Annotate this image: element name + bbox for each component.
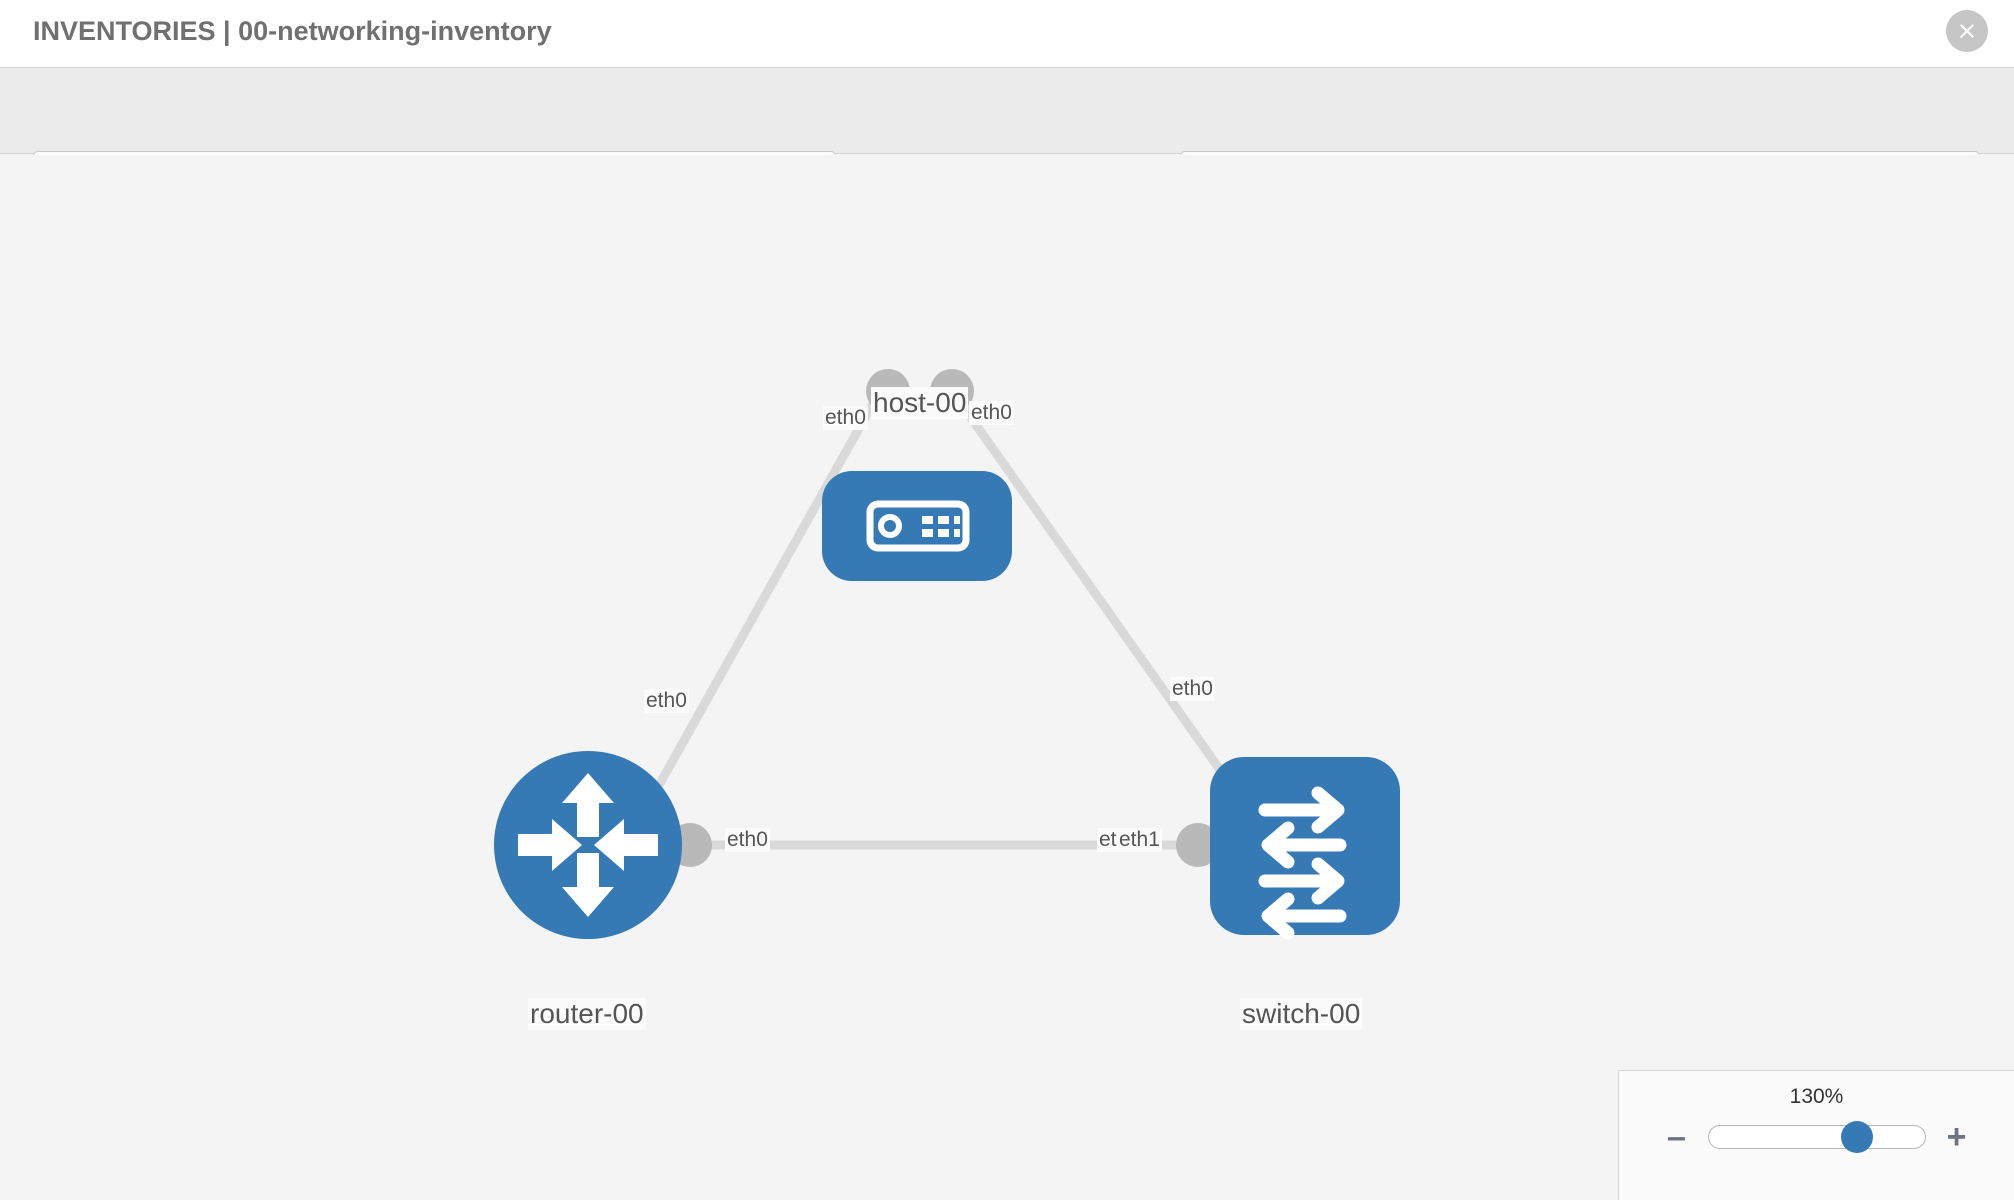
page-title: INVENTORIES | 00-networking-inventory [33,16,552,46]
zoom-slider-thumb[interactable] [1840,1121,1873,1153]
edge-label-switch-left-b: eth1 [1117,828,1162,852]
toolbar: ACTIONS SEARCH [0,68,2014,205]
zoom-control: 130% – + [1618,1070,2014,1200]
page-header: INVENTORIES | 00-networking-inventory [0,0,2014,68]
zoom-percent-label: 130% [1789,1085,1844,1108]
connector-switch-left [1176,823,1220,867]
zoom-slider[interactable] [1707,1121,1926,1153]
link-host-switch [948,388,1239,794]
zoom-in-button[interactable]: + [1946,1118,1967,1156]
zoom-out-button[interactable]: – [1667,1118,1686,1156]
edge-label-host-right: eth0 [969,401,1014,425]
switch-arrows-icon [1258,786,1347,940]
node-host-00 [822,471,1012,581]
server-icon [866,500,970,552]
topology-canvas[interactable]: eth0 host-00 eth0 eth0 eth0 eth0 eth eth… [0,155,2014,1200]
node-label-router: router-00 [528,998,646,1030]
edge-label-router-up: eth0 [644,689,689,713]
link-host-router [636,388,884,822]
router-arrows-icon [518,773,658,917]
edge-label-host-left: eth0 [823,406,868,430]
edge-label-router-right: eth0 [725,828,770,852]
edge-label-switch-up: eth0 [1170,677,1215,701]
node-switch-00 [1210,757,1400,940]
graph-links [636,388,1239,850]
topology-graph [494,369,1400,940]
node-label-host: host-00 [871,387,969,419]
node-router-00 [494,751,682,939]
node-label-switch: switch-00 [1240,998,1363,1030]
close-icon[interactable] [1946,10,1988,52]
